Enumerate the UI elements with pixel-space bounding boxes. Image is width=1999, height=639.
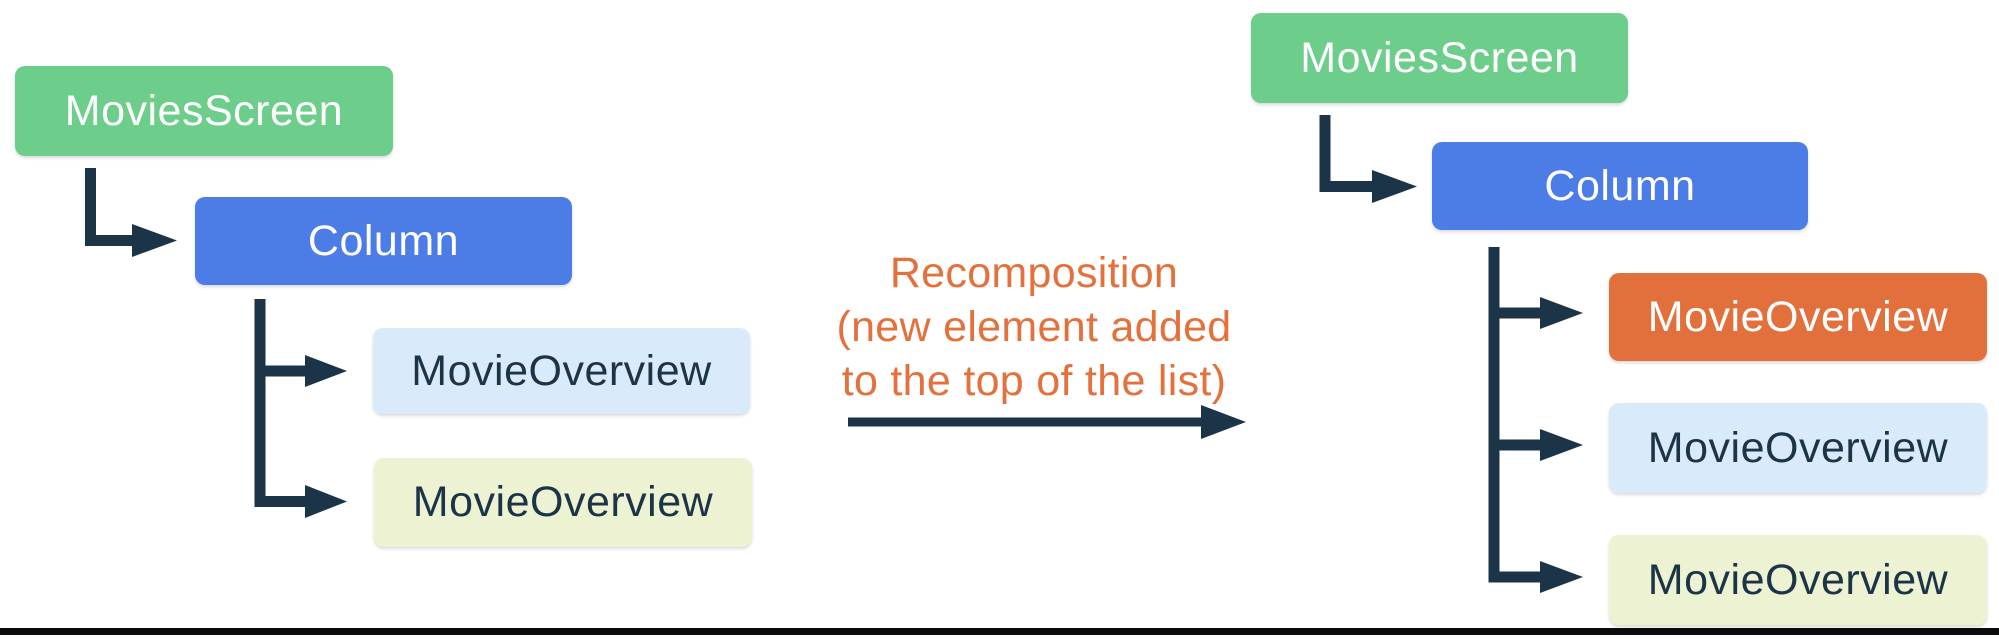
bottom-divider-rule — [0, 628, 1999, 635]
recomposition-arrow — [848, 405, 1246, 439]
arrowhead-icon — [305, 485, 347, 518]
left-tree-node-movieoverview-1: MovieOverview — [373, 328, 750, 414]
left-tree-node-column: Column — [195, 197, 572, 285]
arrowhead-icon — [1540, 297, 1583, 329]
left-column-branch-connector — [254, 299, 347, 518]
right-root-elbow-connector — [1319, 115, 1417, 203]
right-tree-node-column: Column — [1432, 142, 1808, 230]
right-tree-node-movieoverview-3: MovieOverview — [1609, 535, 1987, 625]
annotation-line-2: (new element added — [836, 303, 1232, 351]
left-tree-node-movieoverview-2: MovieOverview — [374, 458, 752, 547]
right-tree-node-movieoverview-new: MovieOverview — [1609, 273, 1987, 361]
arrowhead-icon — [1540, 561, 1583, 593]
right-column-branch-connector — [1488, 247, 1583, 593]
arrowhead-icon — [1372, 170, 1417, 203]
arrowhead-icon — [132, 224, 177, 257]
arrowhead-icon — [1540, 429, 1583, 461]
right-tree-node-moviesscreen: MoviesScreen — [1251, 13, 1628, 103]
arrowhead-icon — [305, 355, 347, 387]
recomposition-annotation: Recomposition (new element added to the … — [824, 246, 1244, 408]
left-root-elbow-connector — [85, 168, 177, 257]
left-tree-node-moviesscreen: MoviesScreen — [15, 66, 393, 156]
annotation-line-3: to the top of the list) — [841, 357, 1227, 405]
right-tree-node-movieoverview-2: MovieOverview — [1609, 403, 1987, 493]
annotation-line-1: Recomposition — [889, 249, 1179, 297]
arrowhead-icon — [1201, 405, 1246, 439]
